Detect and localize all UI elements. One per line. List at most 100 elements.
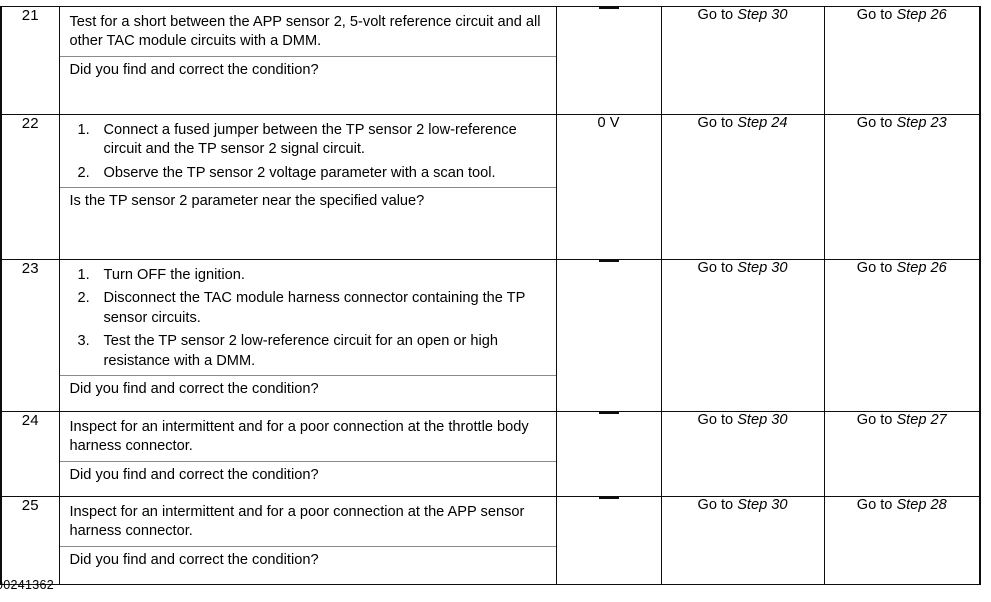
action-body: Inspect for an intermittent and for a po… [60, 497, 556, 546]
goto-label: Go to [856, 7, 893, 23]
action-step-item: Turn OFF the ignition. [78, 266, 245, 286]
action-question: Did you find and correct the condition? [59, 460, 556, 489]
action-question: Did you find and correct the condition? [59, 545, 556, 574]
value-content [557, 260, 661, 262]
action-cell: Turn OFF the ignition. Disconnect the TAC… [58, 259, 557, 412]
action-cell: Connect a fused jumper between the TP se… [58, 114, 557, 260]
table-row: 23 Turn OFF the ignition. Disconnect the T… [0, 259, 981, 412]
value-text: 0 V [597, 115, 620, 131]
goto-target: Step 26 [896, 7, 947, 23]
goto-label: Go to [697, 497, 734, 513]
dash-icon [598, 497, 619, 499]
action-body: Turn OFF the ignition. Disconnect the TAC… [60, 260, 556, 375]
value-content [557, 412, 661, 414]
goto-target: Step 30 [737, 412, 788, 428]
dash-icon [598, 260, 619, 262]
action-content: Connect a fused jumper between the TP se… [59, 115, 556, 215]
action-cell: Inspect for an intermittent and for a po… [58, 496, 557, 585]
step-number: 22 [21, 115, 39, 132]
value-cell [555, 259, 662, 412]
figure-caption: 00241362 [0, 578, 55, 592]
goto-label: Go to [697, 115, 734, 131]
action-step-item: Disconnect the TAC module harness connec… [78, 289, 526, 326]
dash-icon [598, 412, 619, 414]
goto-label: Go to [697, 412, 734, 428]
action-step-list: Turn OFF the ignition. Disconnect the TAC… [70, 266, 546, 371]
action-paragraph: Inspect for an intermittent and for a po… [69, 504, 525, 540]
goto-target: Step 24 [737, 115, 788, 131]
goto-target: Step 23 [896, 115, 947, 131]
step-number: 25 [21, 497, 39, 514]
value-cell [555, 411, 662, 497]
goto-target: Step 28 [896, 497, 947, 513]
action-question: Did you find and correct the condition? [59, 375, 556, 403]
goto-target: Step 27 [896, 412, 947, 428]
action-content: Inspect for an intermittent and for a po… [59, 412, 556, 489]
action-content: Turn OFF the ignition. Disconnect the TAC… [59, 260, 556, 403]
goto-target: Step 30 [737, 260, 788, 276]
value-content [557, 497, 661, 499]
goto-target: Step 26 [896, 260, 947, 276]
table-row: 25 Inspect for an intermittent and for a … [0, 496, 981, 585]
goto-label: Go to [856, 412, 893, 428]
step-number-cell: 21 [0, 6, 60, 115]
action-question: Is the TP sensor 2 parameter near the sp… [59, 187, 556, 215]
goto-label: Go to [856, 260, 893, 276]
value-cell [555, 496, 662, 585]
action-step-item: Connect a fused jumper between the TP se… [78, 121, 517, 158]
goto-target: Step 30 [737, 497, 788, 513]
step-number: 24 [21, 412, 39, 429]
action-step-list: Connect a fused jumper between the TP se… [70, 121, 546, 184]
value-content: 0 V [557, 115, 661, 131]
goto-label: Go to [697, 260, 734, 276]
goto-target: Step 30 [737, 7, 788, 23]
action-question: Did you find and correct the condition? [59, 55, 556, 84]
action-body: Connect a fused jumper between the TP se… [60, 115, 556, 187]
table-row: 24 Inspect for an intermittent and for a … [0, 411, 981, 497]
action-paragraph: Inspect for an intermittent and for a po… [69, 419, 529, 455]
action-body: Inspect for an intermittent and for a po… [60, 412, 556, 461]
goto-label: Go to [856, 497, 893, 513]
action-step-item: Test the TP sensor 2 low-reference circu… [78, 332, 499, 369]
value-content [557, 7, 661, 9]
step-number: 23 [21, 260, 39, 277]
step-number-cell: 25 [0, 496, 60, 585]
goto-label: Go to [856, 115, 893, 131]
value-cell: 0 V [555, 114, 662, 260]
step-number-cell: 24 [0, 411, 60, 497]
action-content: Inspect for an intermittent and for a po… [59, 497, 556, 574]
action-paragraph: Test for a short between the APP sensor … [69, 14, 541, 50]
